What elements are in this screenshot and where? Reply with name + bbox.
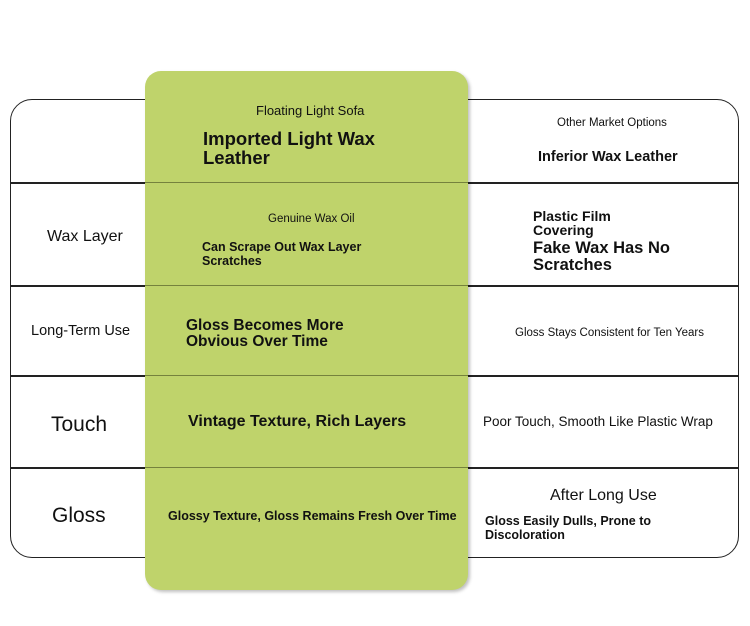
- row-divider: [145, 375, 468, 376]
- row-label-touch: Touch: [51, 413, 108, 436]
- others-header: Other Market Options: [557, 117, 667, 129]
- row-divider: [145, 182, 468, 183]
- ours-value: Can Scrape Out Wax Layer Scratches: [202, 240, 362, 269]
- ours-material: Imported Light Wax Leather: [203, 128, 375, 169]
- others-value: Gloss Easily Dulls, Prone to Discolorati…: [485, 514, 652, 543]
- ours-value: Gloss Becomes More Obvious Over Time: [186, 317, 344, 350]
- ours-value: Glossy Texture, Gloss Remains Fresh Over…: [168, 509, 457, 523]
- ours-sub: Genuine Wax Oil: [268, 213, 355, 225]
- row-label-gloss: Gloss: [52, 504, 106, 527]
- row-label-long-term-use: Long-Term Use: [31, 323, 131, 339]
- others-value: Fake Wax Has No Scratches: [533, 239, 670, 274]
- others-value: Gloss Stays Consistent for Ten Years: [515, 327, 704, 339]
- highlight-column: [145, 71, 468, 590]
- ours-header: Floating Light Sofa: [256, 103, 365, 118]
- others-value: Poor Touch, Smooth Like Plastic Wrap: [483, 414, 713, 429]
- others-sub: After Long Use: [550, 487, 657, 504]
- row-divider: [145, 467, 468, 468]
- ours-value: Vintage Texture, Rich Layers: [188, 413, 407, 430]
- row-divider: [145, 285, 468, 286]
- others-sub: Plastic Film Covering: [533, 208, 611, 238]
- row-label-wax-layer: Wax Layer: [47, 228, 123, 245]
- others-material: Inferior Wax Leather: [538, 149, 678, 165]
